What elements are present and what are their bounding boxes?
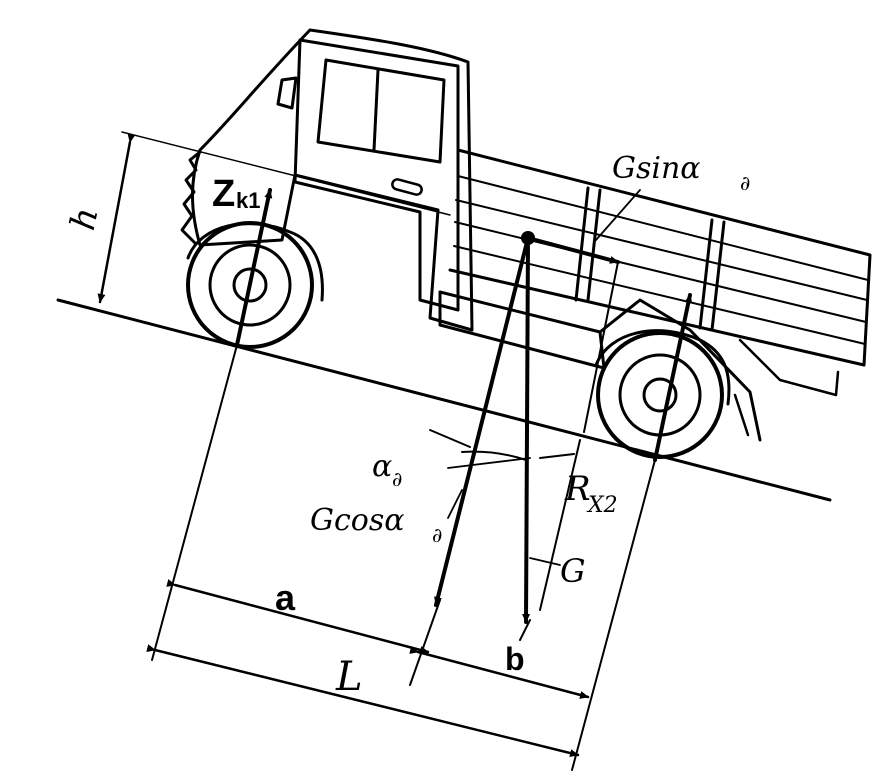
label-gsin-sub: ∂ — [740, 171, 750, 195]
label-gsin: Gsinα — [612, 151, 701, 186]
label-h: h — [63, 204, 107, 234]
road-surface — [56, 131, 832, 502]
height-dimension — [97, 133, 136, 304]
label-a: a — [275, 577, 296, 618]
door-handle — [391, 178, 423, 196]
force-gcos-arrow — [434, 236, 530, 607]
label-z: Z — [212, 173, 235, 215]
force-rx2-arrow — [653, 293, 693, 462]
label-g: G — [560, 552, 586, 590]
force-vectors — [235, 188, 693, 624]
label-alpha: α — [372, 449, 392, 484]
label-gcos-sub: ∂ — [432, 523, 442, 547]
label-alpha-sub: ∂ — [392, 467, 402, 491]
dimension-a — [166, 579, 430, 654]
force-zk1-arrow — [235, 188, 273, 347]
dimension-b — [409, 646, 590, 699]
label-gcos: Gcosα — [310, 503, 404, 538]
rear-wheel — [594, 329, 731, 459]
dimension-L — [146, 644, 580, 757]
front-grille — [180, 150, 202, 246]
labels: Z k1 h Gsinα ∂ α ∂ Gcosα ∂ R X2 G a b L — [63, 151, 750, 700]
cab-outline — [191, 28, 474, 332]
label-z-sub: k1 — [236, 188, 260, 213]
cab-window — [316, 58, 446, 164]
label-rx-sub: X2 — [586, 493, 618, 518]
label-L: L — [335, 654, 363, 700]
front-wheel — [186, 221, 324, 349]
cargo-bed — [438, 148, 872, 442]
label-rx: R — [564, 469, 591, 509]
force-g-arrow — [522, 236, 531, 624]
cab-door — [293, 38, 460, 312]
dimension-lines — [146, 344, 656, 771]
label-b: b — [505, 641, 525, 677]
force-gsin-arrow — [526, 236, 620, 264]
